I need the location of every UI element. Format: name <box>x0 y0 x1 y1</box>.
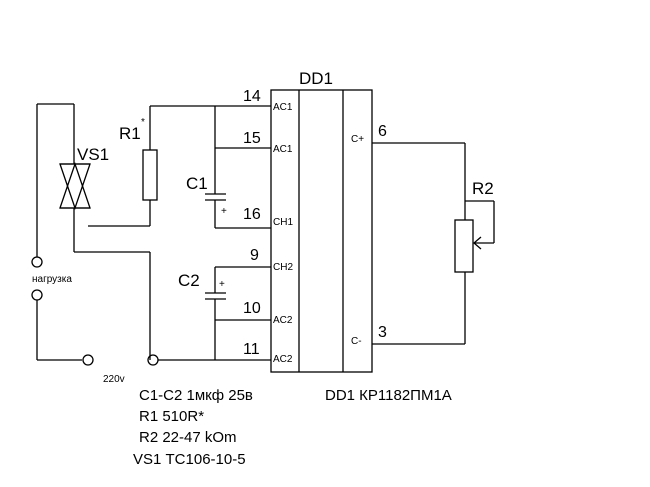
resistor-r1: R1 * <box>88 106 158 227</box>
vs1-triangle-up <box>59 161 91 209</box>
pin-name-ch1: CH1 <box>273 217 293 228</box>
load-terminal-bottom <box>31 289 43 301</box>
pin-number-14: 14 <box>243 88 261 105</box>
pin-name-ac2-bot: AC2 <box>273 354 293 365</box>
c2-plus-mark: + <box>219 279 225 290</box>
r1-star-mark: * <box>141 117 145 128</box>
load-terminal-top <box>31 256 43 268</box>
pin-number-10: 10 <box>243 300 261 317</box>
pin-name-ac2-mid: AC2 <box>273 315 293 326</box>
r2-body <box>454 219 474 273</box>
triac-vs1: VS1 <box>37 103 151 360</box>
note-r2: R2 22-47 kOm <box>139 429 237 446</box>
pin-name-c-plus: C+ <box>351 134 364 145</box>
r1-body <box>142 149 158 201</box>
pin-name-c-minus: C- <box>351 336 362 347</box>
mains-terminal-right <box>147 354 159 366</box>
note-r1: R1 510R* <box>139 408 204 425</box>
pin-number-6: 6 <box>378 123 387 140</box>
r2-wiper-arrow <box>473 236 482 250</box>
pin-name-ch2: CH2 <box>273 262 293 273</box>
c2-label: C2 <box>178 271 200 290</box>
vs1-triangle-down <box>59 163 91 211</box>
ic-dd1: DD1 AC1 AC1 CH1 CH2 AC2 AC2 C+ C- 14 15 … <box>243 69 387 373</box>
note-capacitors: C1-C2 1мкф 25в <box>139 387 253 404</box>
r1-label: R1 <box>119 124 141 143</box>
note-vs1: VS1 ТС106-10-5 <box>133 451 246 468</box>
c1-label: C1 <box>186 174 208 193</box>
pin-number-16: 16 <box>243 206 261 223</box>
capacitor-c2: C2 + <box>178 267 226 360</box>
mains-terminal-left <box>82 354 94 366</box>
load-label: нагрузка <box>32 274 72 285</box>
capacitor-c1: C1 + <box>186 106 227 228</box>
note-ic: DD1 КР1182ПМ1А <box>325 387 452 404</box>
potentiometer-r2: R2 <box>454 143 495 344</box>
pin-name-ac1-mid: AC1 <box>273 144 293 155</box>
c1-plus-mark: + <box>221 206 227 217</box>
component-notes: C1-C2 1мкф 25в R1 510R* R2 22-47 kOm VS1… <box>133 387 452 468</box>
mains-label: 220v <box>103 374 125 385</box>
vs1-label: VS1 <box>77 145 109 164</box>
ic-pin-leads <box>150 105 465 361</box>
r2-label: R2 <box>472 179 494 198</box>
pin-name-ac1-top: AC1 <box>273 102 293 113</box>
pin-number-3: 3 <box>378 324 387 341</box>
pin-number-9: 9 <box>250 247 259 264</box>
load-and-mains: нагрузка 220v <box>31 104 159 385</box>
pin-number-11: 11 <box>243 341 260 358</box>
ic-outline <box>270 89 373 373</box>
ic-label: DD1 <box>299 69 333 88</box>
pin-number-15: 15 <box>243 130 261 147</box>
